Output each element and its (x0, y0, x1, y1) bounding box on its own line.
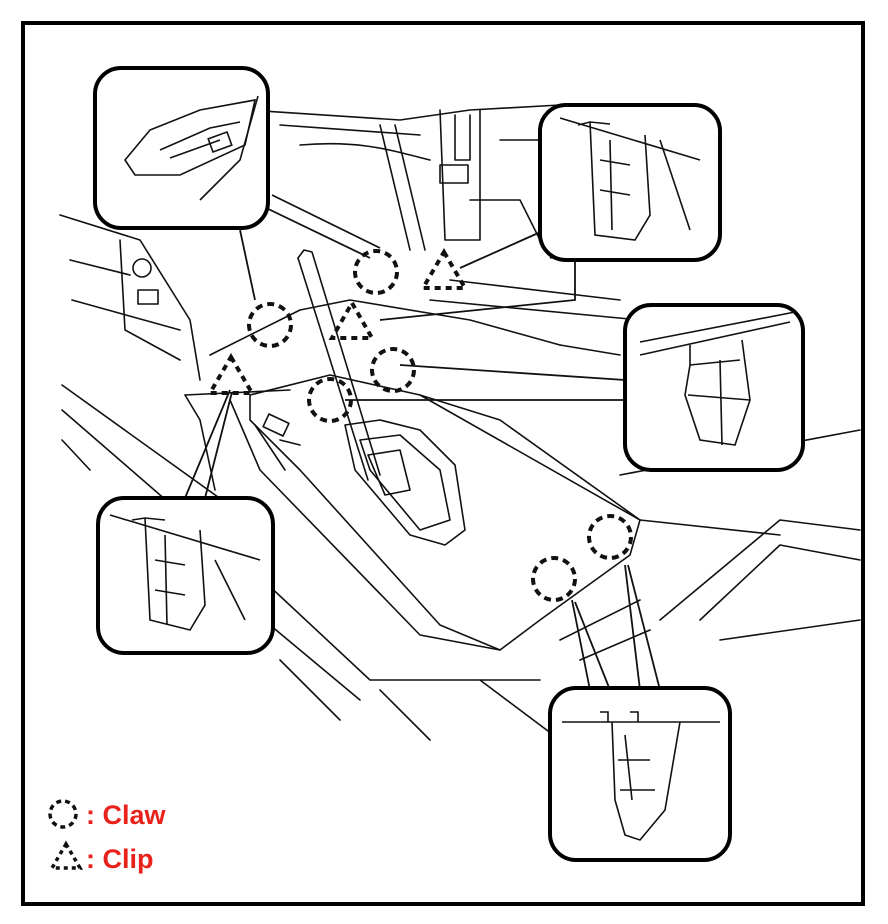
callout-middle-right (623, 303, 805, 472)
claw-markers (247, 249, 633, 602)
legend-claw-label: : Claw (86, 800, 167, 830)
console-line-drawing (59, 104, 861, 741)
claw-marker (353, 249, 399, 295)
claw-marker (247, 302, 293, 348)
leader-line (239, 229, 256, 301)
claw-marker (370, 347, 416, 393)
legend-clip-symbol (48, 840, 84, 870)
claw-marker (531, 556, 577, 602)
claw-marker (587, 514, 633, 560)
leader-line (574, 601, 611, 691)
callout-left (96, 496, 275, 655)
leader-line (399, 364, 626, 381)
clip-marker (206, 353, 256, 395)
leader-line (259, 204, 371, 259)
leader-line (184, 389, 231, 499)
callout-bottom-right (548, 686, 732, 862)
clip-markers (206, 248, 469, 395)
leader-line (627, 564, 661, 691)
callout-top-right (538, 103, 722, 262)
leader-line (624, 564, 641, 691)
callout-top-left (93, 66, 270, 230)
legend: : Claw : Clip (48, 799, 167, 874)
leader-line (459, 229, 546, 269)
leader-line (271, 194, 381, 249)
claw-marker (307, 377, 353, 423)
clip-marker (328, 298, 376, 340)
leader-lines (184, 194, 661, 691)
legend-claw-symbol (48, 799, 78, 829)
leader-line (571, 599, 591, 691)
leader-line (204, 391, 233, 499)
clip-marker (419, 248, 469, 290)
legend-clip-label: : Clip (86, 844, 154, 874)
